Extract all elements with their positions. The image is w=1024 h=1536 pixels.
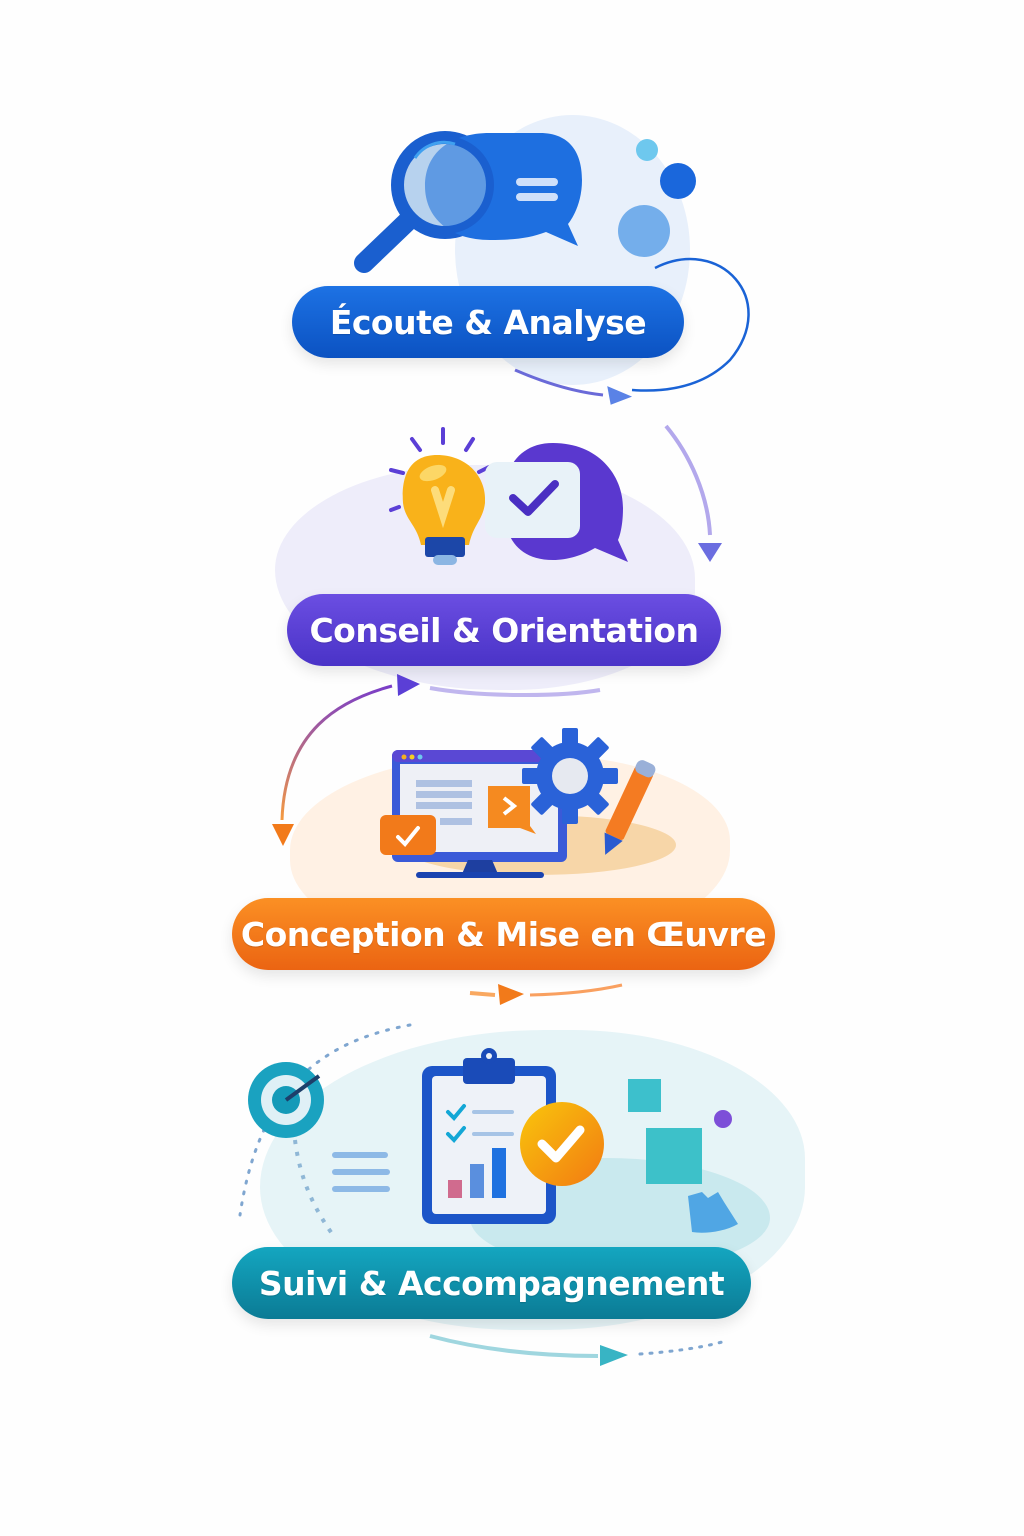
connector-1-2-arrow: [514, 257, 750, 562]
pencil-icon: [604, 760, 656, 855]
step-1-label: Écoute & Analyse: [329, 302, 647, 342]
step-3-label: Conception & Mise en Œuvre: [240, 914, 767, 954]
target-icon: [248, 1062, 335, 1237]
dot-purple-icon: [714, 1110, 732, 1128]
dot-large-icon: [618, 205, 670, 257]
square-large-icon: [646, 1128, 702, 1184]
dot-medium-icon: [660, 163, 696, 199]
magnifier-lens-icon: [396, 136, 494, 234]
step-1-pill[interactable]: Écoute & Analyse: [292, 286, 684, 358]
step-3-pill[interactable]: Conception & Mise en Œuvre: [232, 898, 775, 970]
dot-small-icon: [636, 139, 658, 161]
check-card-icon: [380, 815, 436, 855]
step-4-pill[interactable]: Suivi & Accompagnement: [232, 1247, 751, 1319]
lightbulb-icon: [389, 427, 491, 565]
text-lines-icon: [332, 1152, 390, 1192]
step-4-label: Suivi & Accompagnement: [258, 1263, 725, 1303]
clipboard-chart-icon: [422, 1048, 556, 1224]
step-2-label: Conseil & Orientation: [309, 610, 699, 650]
check-badge-icon: [520, 1102, 604, 1186]
connector-4-end-arrow: [429, 1334, 724, 1366]
chat-check-icon: [485, 443, 628, 562]
paper-fragment-icon: [688, 1192, 738, 1233]
step-2-pill[interactable]: Conseil & Orientation: [287, 594, 721, 666]
gear-icon: [522, 728, 618, 824]
square-small-icon: [628, 1079, 661, 1112]
connector-2-3-arrow: [272, 674, 601, 846]
